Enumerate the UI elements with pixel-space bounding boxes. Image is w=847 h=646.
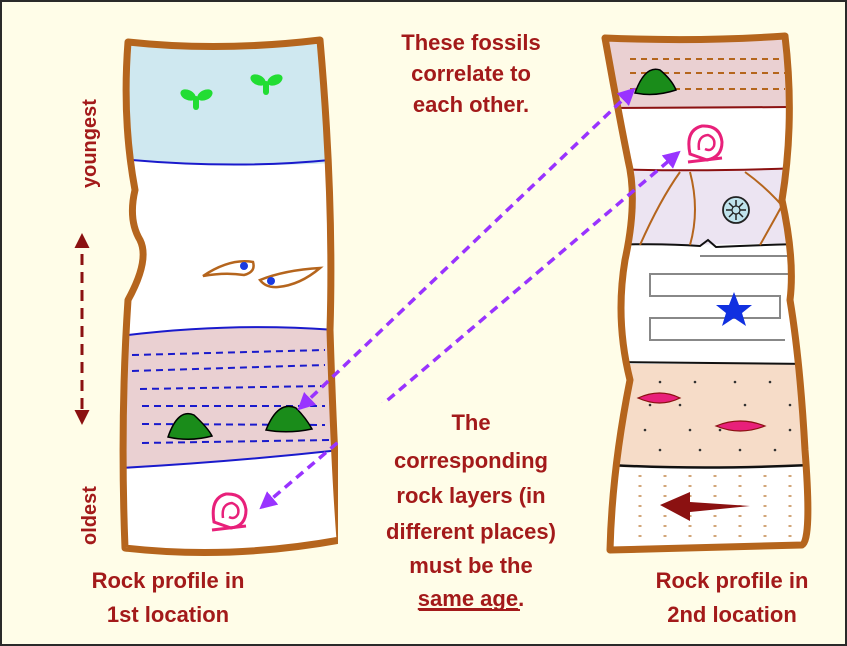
svg-text:The: The [451,410,490,435]
svg-text:2nd location: 2nd location [667,602,797,627]
svg-text:corresponding: corresponding [394,448,548,473]
fossils-correlate-note: These fossils correlate to each other. [401,30,540,117]
rock-profile-1 [110,30,350,560]
svg-text:Rock profile in: Rock profile in [92,568,245,593]
pink-spiral-fossil-icon [212,494,246,530]
same-age-emphasis: same age [418,586,518,611]
sky-layer [110,30,350,165]
oldest-label: oldest [79,486,101,545]
svg-text:rock layers (in: rock layers (in [396,483,545,508]
fossil-layer-1 [110,327,350,470]
profile-2-caption: Rock profile in 2nd location [656,568,809,627]
youngest-label: youngest [79,99,101,188]
rock-profile-2 [595,30,825,560]
circular-fossil-icon [723,197,749,223]
svg-text:correlate to: correlate to [411,61,531,86]
svg-text:These fossils: These fossils [401,30,540,55]
svg-text:must be the: must be the [409,553,532,578]
profile-1-caption: Rock profile in 1st location [92,568,245,627]
svg-text:Rock profile in: Rock profile in [656,568,809,593]
pink-spiral-fossil-icon [688,126,722,162]
same-age-note: The corresponding rock layers (in differ… [338,403,606,615]
svg-text:same age.: same age. [418,586,524,611]
svg-text:1st location: 1st location [107,602,229,627]
correlation-arrow-green [300,90,633,408]
svg-text:each other.: each other. [413,92,529,117]
svg-text:different places): different places) [386,519,556,544]
